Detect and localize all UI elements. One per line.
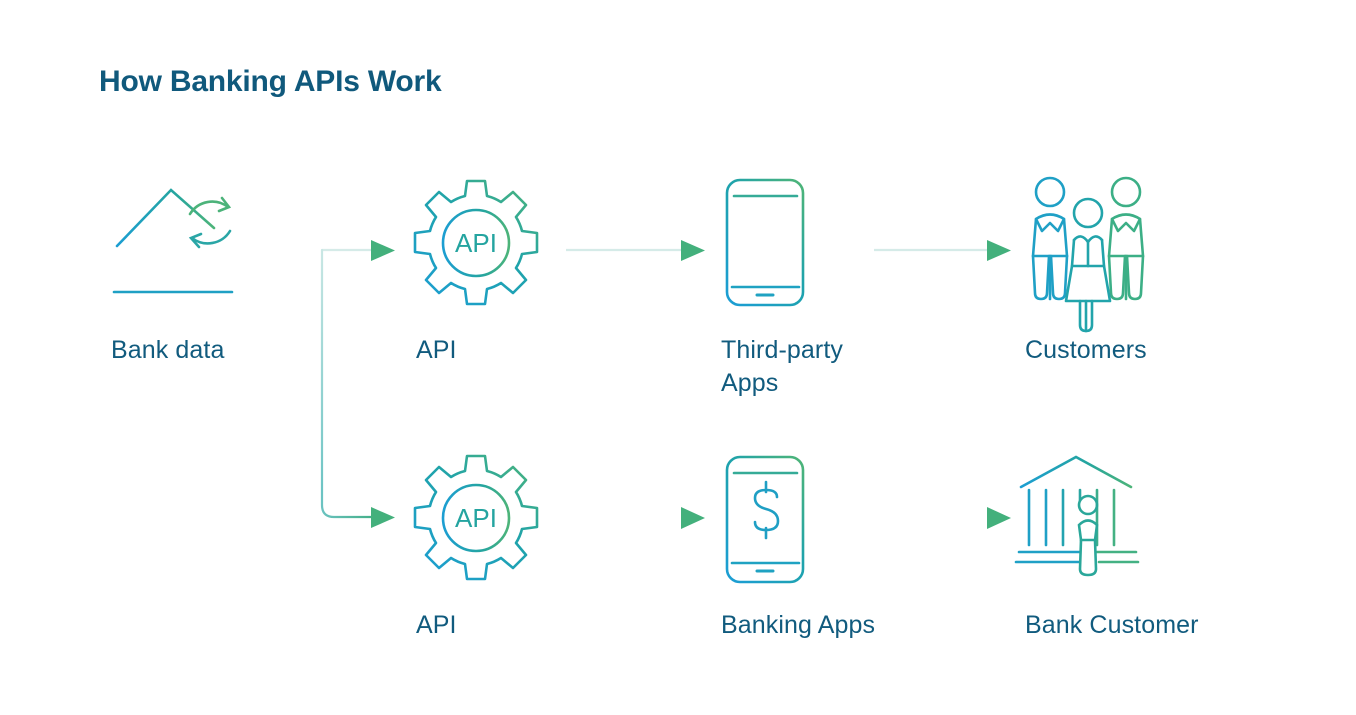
label-customers: Customers <box>1025 336 1147 364</box>
api-gear-label-top: API <box>455 228 497 258</box>
label-api-bottom: API <box>416 611 457 639</box>
label-banking-apps: Banking Apps <box>721 611 876 639</box>
node-customers: Customers <box>1025 334 1147 367</box>
node-api-bottom: API <box>416 609 457 642</box>
node-third-party-apps: Third-party Apps <box>721 334 843 400</box>
label-bank-data: Bank data <box>111 336 225 364</box>
node-bank-data: Bank data <box>111 334 225 367</box>
bank-person-icon <box>1014 455 1140 577</box>
node-bank-customer: Bank Customer <box>1025 609 1199 642</box>
api-gear-icon-bottom: API <box>413 454 539 581</box>
bank-sync-icon <box>110 188 236 302</box>
node-api-top: API <box>416 334 457 367</box>
three-people-icon <box>1031 176 1145 333</box>
label-bank-customer: Bank Customer <box>1025 611 1199 639</box>
api-gear-icon-top: API <box>413 179 539 306</box>
api-gear-label-bottom: API <box>455 503 497 533</box>
page-title: How Banking APIs Work <box>99 65 442 98</box>
label-third-party-apps: Third-party Apps <box>721 336 843 397</box>
phone-icon <box>725 178 805 307</box>
phone-dollar-icon <box>725 455 805 584</box>
label-api-top: API <box>416 336 457 364</box>
node-banking-apps: Banking Apps <box>721 609 875 642</box>
